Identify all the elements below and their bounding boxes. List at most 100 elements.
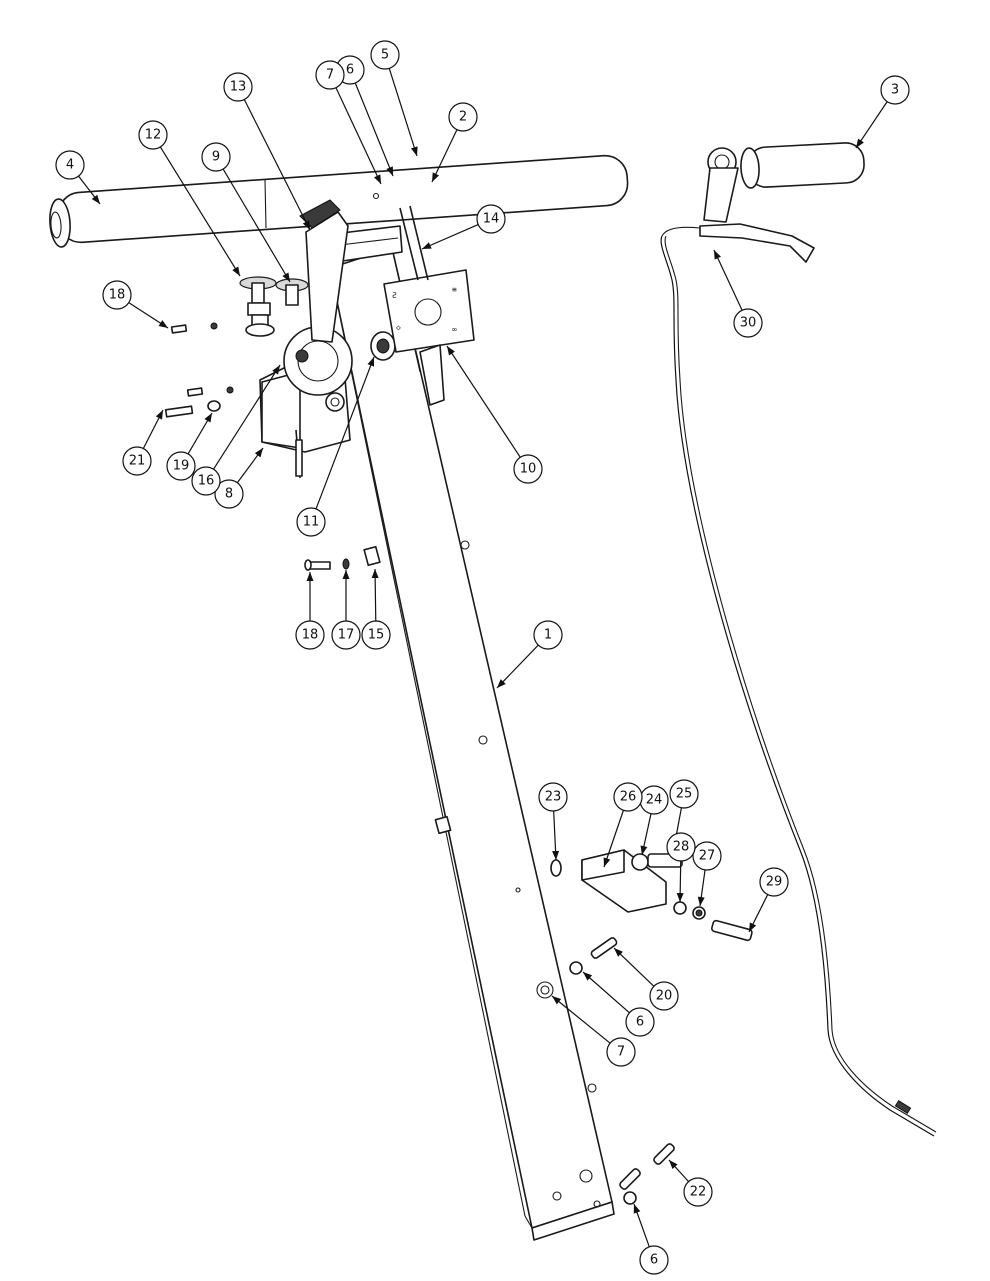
callout-label: 18 [109, 288, 126, 303]
callout-label: 19 [173, 459, 190, 474]
callout-label: 4 [66, 158, 74, 173]
callout-label: 30 [740, 316, 757, 331]
callout-label: 7 [617, 1045, 625, 1060]
callout-circle [138, 120, 168, 150]
leader-arrowhead-c4 [91, 194, 100, 204]
small-fasteners-upper-left [164, 322, 234, 418]
callout-circle [122, 446, 152, 476]
callout-label: 29 [766, 875, 783, 890]
leader-arrowhead-c24 [640, 845, 648, 855]
leader-lines [78, 68, 888, 1248]
callout-c24: 24 [639, 785, 669, 815]
callout-label: 24 [646, 793, 663, 808]
callout-label: 10 [520, 462, 537, 477]
callout-label: 6 [346, 63, 354, 78]
small-fasteners-middle [304, 558, 350, 571]
callout-bubbles: 1234566677891011121314151617181819202122… [55, 40, 910, 1275]
leader-arrowhead-c27 [697, 896, 705, 906]
main-column-tube [329, 247, 615, 1241]
callout-c19: 19 [166, 451, 196, 481]
leader-arrowhead-c6a [386, 166, 393, 176]
leader-line-c20 [613, 947, 655, 987]
leader-arrowhead-c2 [432, 172, 440, 182]
callout-c10: 10 [513, 454, 543, 484]
leader-line-c26 [603, 810, 625, 868]
leader-arrowhead-c19 [204, 413, 212, 423]
callout-c26: 26 [613, 782, 643, 812]
callout-circle [538, 782, 568, 812]
callout-label: 11 [303, 515, 320, 530]
callout-c7a: 7 [315, 60, 345, 90]
callout-circle [361, 620, 391, 650]
callout-c16: 16 [191, 466, 221, 496]
callout-circle [639, 1245, 669, 1275]
brake-lever-assembly [660, 142, 937, 1137]
callout-circle [533, 620, 563, 650]
callout-label: 1 [544, 628, 552, 643]
leader-line-c30 [713, 249, 743, 311]
callout-label: 6 [636, 1015, 644, 1030]
leader-line-c10 [446, 345, 521, 458]
callout-c3: 3 [880, 75, 910, 105]
leader-arrowhead-c6b [583, 972, 593, 981]
callout-label: 22 [690, 1185, 707, 1200]
leader-arrowhead-c8 [254, 448, 263, 458]
callout-label: 25 [676, 787, 693, 802]
leader-arrowhead-c10 [447, 346, 455, 356]
callout-c21: 21 [122, 446, 152, 476]
leader-line-c2 [431, 129, 458, 183]
leader-arrowhead-c9 [282, 272, 290, 282]
callout-circle [370, 40, 400, 70]
callout-label: 21 [129, 454, 146, 469]
callout-circle [201, 142, 231, 172]
callout-label: 14 [483, 212, 500, 227]
callout-c25: 25 [669, 779, 699, 809]
leader-line-c7b [551, 995, 611, 1044]
callout-c27: 27 [692, 841, 722, 871]
leader-arrowhead-c13 [302, 220, 310, 230]
leader-arrowhead-c5 [410, 146, 418, 156]
leader-line-c9 [222, 168, 291, 283]
leader-line-c14 [421, 224, 479, 250]
leader-line-c3 [855, 101, 888, 149]
leader-arrowhead-c1 [497, 679, 506, 688]
leader-arrowhead-c22 [669, 1160, 678, 1170]
callout-circle [331, 620, 361, 650]
callout-label: 28 [673, 840, 690, 855]
callout-circle [759, 867, 789, 897]
lower-bracket-assembly [550, 849, 753, 1205]
leader-line-c11 [315, 356, 375, 510]
callout-c23: 23 [538, 782, 568, 812]
callout-label: 8 [225, 487, 233, 502]
callout-c4: 4 [55, 150, 85, 180]
callout-label: 5 [381, 48, 389, 63]
bolt-11 [370, 331, 396, 361]
callout-label: 17 [338, 628, 355, 643]
leader-line-c7a [335, 87, 382, 185]
leader-arrowhead-c14 [422, 242, 432, 249]
callout-label: 13 [230, 80, 247, 95]
leader-line-c5 [388, 68, 418, 157]
leader-line-c16 [213, 364, 281, 470]
callout-c18a: 18 [102, 280, 132, 310]
callout-circle [448, 102, 478, 132]
leader-line-c13 [243, 99, 311, 231]
leader-arrowhead-c28 [676, 892, 684, 902]
svg-text:≡: ≡ [452, 285, 457, 294]
callout-c15: 15 [361, 620, 391, 650]
callout-label: 7 [326, 68, 334, 83]
callout-label: 15 [368, 628, 385, 643]
callout-c13: 13 [223, 72, 253, 102]
leader-arrowhead-c23 [552, 850, 560, 860]
callout-circle [733, 308, 763, 338]
svg-text:∞: ∞ [452, 325, 457, 334]
callout-label: 26 [620, 790, 637, 805]
leader-line-c12 [159, 146, 241, 277]
callout-circle [55, 150, 85, 180]
callout-label: 6 [650, 1253, 658, 1268]
leader-arrowhead-c30 [714, 250, 721, 260]
callout-c5: 5 [370, 40, 400, 70]
callout-circle [625, 1007, 655, 1037]
callout-circle [880, 75, 910, 105]
callout-circle [191, 466, 221, 496]
